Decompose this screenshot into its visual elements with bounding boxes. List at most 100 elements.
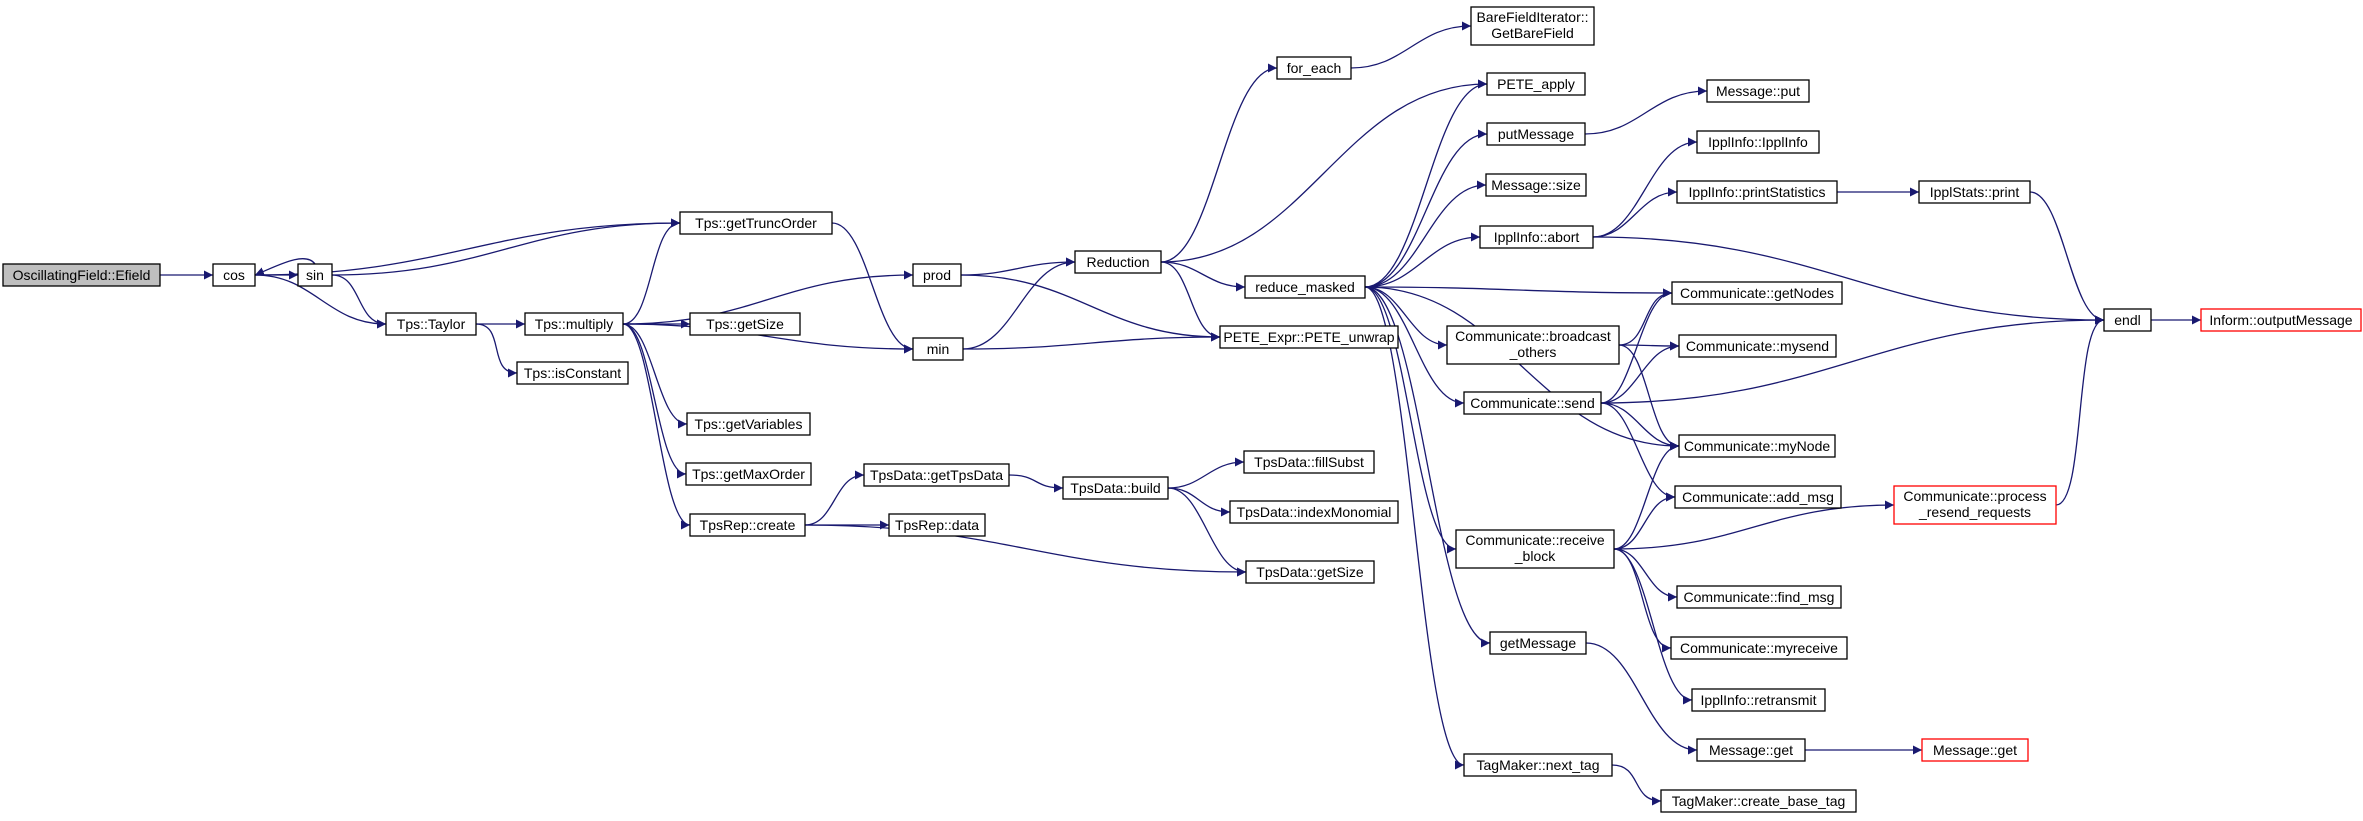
edge-taylor-to-isConstant	[475, 323, 518, 378]
node-ipplinfo-ipplinfo[interactable]: IpplInfo::IpplInfo	[1696, 130, 1820, 154]
node-endl[interactable]: endl	[2103, 308, 2152, 332]
node-cos[interactable]: cos	[212, 263, 256, 287]
edge-comm_receive_block-to-comm_add_msg	[1613, 492, 1676, 550]
edge-reduce_masked-to-pete_apply	[1364, 79, 1488, 288]
edge-broadcast_others-to-comm_getNodes	[1618, 288, 1673, 346]
node-ipplinfo-printStatistics[interactable]: IpplInfo::printStatistics	[1676, 180, 1838, 204]
node-box	[1243, 450, 1375, 474]
node-comm-add-msg[interactable]: Communicate::add_msg	[1674, 485, 1842, 509]
node-label: Tps::getVariables	[695, 416, 803, 432]
node-label: IpplInfo::IpplInfo	[1708, 134, 1808, 150]
node-comm-send[interactable]: Communicate::send	[1463, 391, 1602, 415]
edge-reduce_masked-to-comm_getNodes	[1364, 286, 1673, 298]
node-message-get[interactable]: Message::get	[1696, 738, 1806, 762]
node-box	[1691, 688, 1826, 712]
node-getVariables[interactable]: Tps::getVariables	[686, 412, 811, 436]
node-label: Communicate::process_resend_requests	[1903, 488, 2046, 520]
node-box	[1921, 738, 2029, 762]
node-message-put[interactable]: Message::put	[1706, 79, 1810, 103]
node-box	[2103, 308, 2152, 332]
node-label: Tps::isConstant	[524, 365, 621, 381]
node-ipplinfo-retransmit[interactable]: IpplInfo::retransmit	[1691, 688, 1826, 712]
node-label: IpplInfo::retransmit	[1701, 692, 1817, 708]
node-box	[1446, 325, 1620, 365]
node-label: TpsData::fillSubst	[1254, 454, 1364, 470]
node-reduction[interactable]: Reduction	[1074, 250, 1162, 274]
node-sin[interactable]: sin	[297, 263, 333, 287]
node-tpsdata-getSize[interactable]: TpsData::getSize	[1245, 560, 1375, 584]
edge-comm_send-to-comm_mysend	[1600, 341, 1680, 404]
node-box	[679, 211, 833, 235]
node-box	[1674, 485, 1842, 509]
node-box	[297, 263, 333, 287]
node-comm-getNodes[interactable]: Communicate::getNodes	[1671, 281, 1843, 305]
node-label: TagMaker::create_base_tag	[1672, 793, 1846, 809]
node-box	[1219, 325, 1399, 349]
node-barefield[interactable]: BareFieldIterator::GetBareField	[1470, 6, 1595, 46]
node-label: Communicate::broadcast_others	[1455, 328, 1611, 360]
node-label: TpsData::getSize	[1256, 564, 1364, 580]
edge-reduce_masked-to-ipplinfo_abort	[1364, 232, 1481, 288]
node-label: Reduction	[1086, 254, 1149, 270]
node-tpsdata-build[interactable]: TpsData::build	[1062, 476, 1169, 500]
node-box	[1463, 753, 1613, 777]
node-oscillating[interactable]: OscillatingField::Efield	[2, 263, 161, 287]
node-box	[1486, 72, 1586, 96]
edge-comm_send-to-comm_add_msg	[1600, 402, 1676, 502]
node-label: PETE_apply	[1497, 76, 1575, 92]
node-pete-apply[interactable]: PETE_apply	[1486, 72, 1586, 96]
node-comm-find-msg[interactable]: Communicate::find_msg	[1676, 585, 1842, 609]
node-comm-myreceive[interactable]: Communicate::myreceive	[1670, 636, 1848, 660]
edge-comm_process_resend-to-endl	[2055, 315, 2105, 506]
node-box	[385, 312, 477, 336]
edge-min-to-reduction	[962, 257, 1076, 350]
node-broadcast-others[interactable]: Communicate::broadcast_others	[1446, 325, 1620, 365]
node-getSize-tps[interactable]: Tps::getSize	[689, 312, 801, 336]
node-isConstant[interactable]: Tps::isConstant	[516, 361, 629, 385]
node-box	[1245, 560, 1375, 584]
node-comm-myNode[interactable]: Communicate::myNode	[1678, 434, 1836, 458]
node-pete-unwrap[interactable]: PETE_Expr::PETE_unwrap	[1219, 325, 1399, 349]
node-multiply[interactable]: Tps::multiply	[524, 312, 624, 336]
edge-comm_send-to-comm_getNodes	[1600, 288, 1673, 404]
node-message-size[interactable]: Message::size	[1485, 173, 1587, 197]
node-box	[2, 263, 161, 287]
node-tpsdata-getTpsData[interactable]: TpsData::getTpsData	[863, 463, 1010, 487]
edge-comm_receive_block-to-comm_myNode	[1613, 441, 1680, 550]
node-comm-receive-block[interactable]: Communicate::receive_block	[1455, 529, 1615, 569]
node-tpsdata-indexMonomial[interactable]: TpsData::indexMonomial	[1229, 500, 1399, 524]
edge-getMessage-to-message_get	[1585, 642, 1698, 755]
node-tpsrep-data[interactable]: TpsRep::data	[888, 513, 986, 537]
node-message-get-red[interactable]: Message::get	[1921, 738, 2029, 762]
node-putMessage[interactable]: putMessage	[1486, 122, 1586, 146]
node-label: endl	[2114, 312, 2140, 328]
node-box	[1062, 476, 1169, 500]
node-tpsdata-fillSubst[interactable]: TpsData::fillSubst	[1243, 450, 1375, 474]
node-box	[1463, 391, 1602, 415]
node-label: Tps::multiply	[535, 316, 614, 332]
node-tagmaker-next[interactable]: TagMaker::next_tag	[1463, 753, 1613, 777]
node-taylor[interactable]: Tps::Taylor	[385, 312, 477, 336]
node-comm-mysend[interactable]: Communicate::mysend	[1678, 334, 1837, 358]
node-box	[1660, 789, 1857, 813]
edge-min-to-pete_unwrap	[962, 332, 1221, 350]
edge-comm_receive_block-to-ipplinfo_retransmit	[1613, 548, 1693, 705]
node-ipplstats-print[interactable]: IpplStats::print	[1918, 180, 2031, 204]
edge-multiply-to-prod	[622, 270, 914, 325]
node-box	[912, 263, 962, 287]
node-prod[interactable]: prod	[912, 263, 962, 287]
node-min[interactable]: min	[912, 337, 964, 361]
node-ipplinfo-abort[interactable]: IpplInfo::abort	[1479, 225, 1594, 249]
node-tpsrep-create[interactable]: TpsRep::create	[689, 513, 806, 537]
node-tagmaker-create[interactable]: TagMaker::create_base_tag	[1660, 789, 1857, 813]
node-reduce-masked[interactable]: reduce_masked	[1244, 275, 1366, 299]
node-for-each[interactable]: for_each	[1276, 56, 1352, 80]
node-getMessage[interactable]: getMessage	[1489, 631, 1587, 655]
node-label: Tps::getTruncOrder	[695, 215, 817, 231]
node-comm-process-resend[interactable]: Communicate::process_resend_requests	[1893, 485, 2057, 525]
edge-cos-to-taylor	[254, 274, 387, 329]
node-getTruncOrder[interactable]: Tps::getTruncOrder	[679, 211, 833, 235]
node-inform-outputMessage[interactable]: Inform::outputMessage	[2200, 308, 2362, 332]
node-getMaxOrder[interactable]: Tps::getMaxOrder	[685, 462, 812, 486]
